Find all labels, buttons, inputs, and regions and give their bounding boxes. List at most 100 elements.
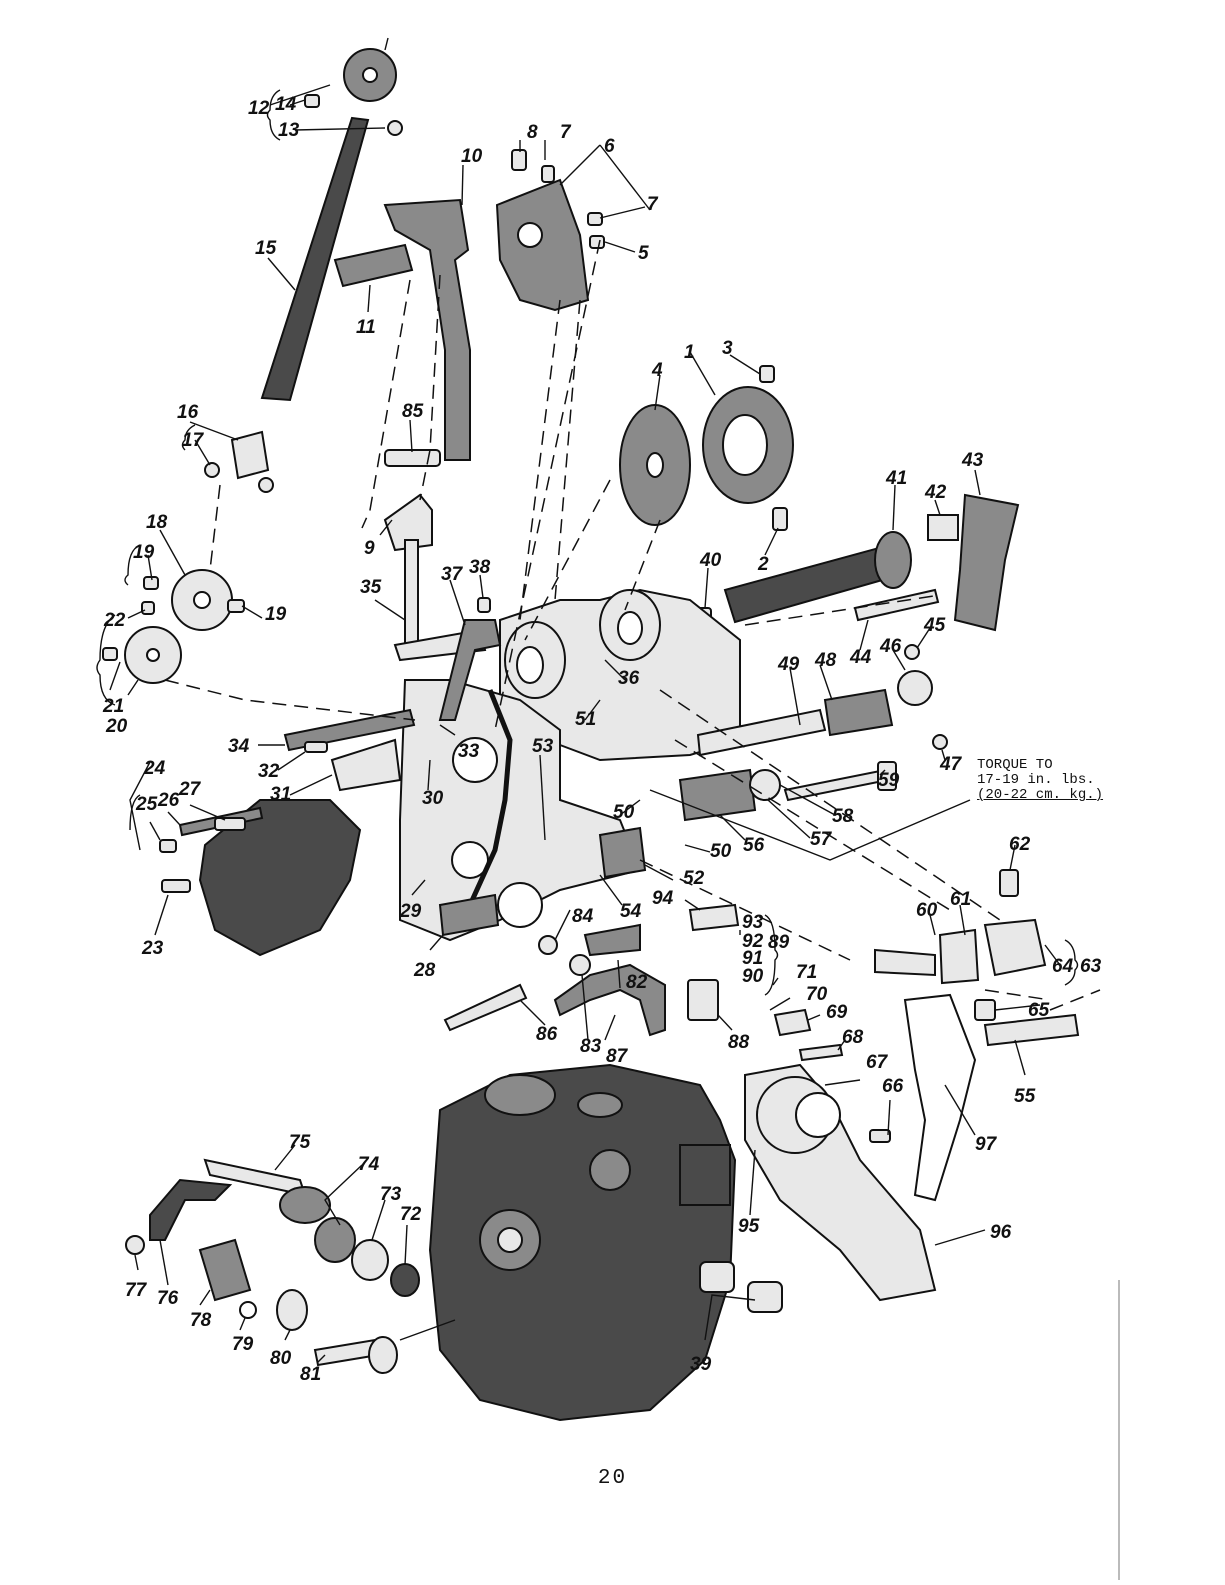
callout-25: 25 xyxy=(135,794,158,815)
callout-93: 93 xyxy=(742,912,764,933)
torque-line-3: (20-22 cm. kg.) xyxy=(977,787,1104,803)
callout-46: 46 xyxy=(879,636,902,657)
callout-73: 73 xyxy=(380,1184,402,1205)
callout-88: 88 xyxy=(728,1032,750,1053)
callout-61: 61 xyxy=(950,889,971,910)
callout-79: 79 xyxy=(232,1334,254,1355)
plate-82 xyxy=(583,923,641,957)
callout-75: 75 xyxy=(289,1132,311,1153)
nut-72 xyxy=(390,1263,420,1297)
screw-39b xyxy=(747,1281,783,1313)
callout-86: 86 xyxy=(536,1024,558,1045)
clamp-63 xyxy=(983,918,1047,977)
disc-74b xyxy=(314,1217,356,1263)
callout-39: 39 xyxy=(690,1354,712,1375)
screw-23 xyxy=(161,879,191,893)
callout-84: 84 xyxy=(572,906,594,927)
callout-22: 22 xyxy=(103,610,126,631)
callout-85: 85 xyxy=(402,401,424,422)
callout-48: 48 xyxy=(814,650,837,671)
callout-50a: 50 xyxy=(613,802,635,823)
callout-10: 10 xyxy=(461,146,483,167)
callout-68: 68 xyxy=(842,1027,864,1048)
callout-27: 27 xyxy=(178,779,202,800)
lever-37 xyxy=(438,619,502,721)
gear-46 xyxy=(897,670,933,706)
pin-86 xyxy=(443,983,528,1032)
spring-80 xyxy=(276,1289,308,1331)
lever-43 xyxy=(953,493,1020,632)
callout-15: 15 xyxy=(255,238,277,259)
callout-66: 66 xyxy=(882,1076,904,1097)
callout-89: 89 xyxy=(768,932,790,953)
callout-77: 77 xyxy=(125,1280,148,1301)
callout-23: 23 xyxy=(141,938,164,959)
callout-18: 18 xyxy=(146,512,168,533)
screw-38 xyxy=(477,597,491,613)
screw-45 xyxy=(904,644,920,660)
callout-6: 6 xyxy=(604,136,615,157)
callout-32: 32 xyxy=(258,761,280,782)
pin-60 xyxy=(874,948,936,977)
callout-19b: 19 xyxy=(265,604,287,625)
callout-97: 97 xyxy=(975,1134,998,1155)
spring-76 xyxy=(149,1178,233,1241)
sleeve-56 xyxy=(678,768,757,822)
callout-51: 51 xyxy=(575,709,596,730)
callout-54: 54 xyxy=(620,901,642,922)
part-69 xyxy=(773,1008,812,1037)
callout-64: 64 xyxy=(1052,956,1074,977)
rod-55 xyxy=(983,1013,1080,1047)
callout-83: 83 xyxy=(580,1036,602,1057)
callout-52: 52 xyxy=(683,868,705,889)
callout-38: 38 xyxy=(469,557,491,578)
callout-47: 47 xyxy=(939,754,963,775)
callout-2: 2 xyxy=(757,554,769,575)
callout-36: 36 xyxy=(618,668,640,689)
lever-97 xyxy=(903,993,977,1202)
alignment-lines xyxy=(164,239,1101,1011)
set-screw-21 xyxy=(102,647,118,661)
screw-68 xyxy=(798,1043,844,1062)
callout-28: 28 xyxy=(413,960,436,981)
callout-16: 16 xyxy=(177,402,199,423)
callout-87: 87 xyxy=(606,1046,629,1067)
set-screw-22 xyxy=(141,601,155,615)
pin-35 xyxy=(404,539,419,646)
callout-30: 30 xyxy=(422,788,444,809)
block-9 xyxy=(383,493,433,552)
crank-lever-10 xyxy=(383,198,471,461)
leader-lines xyxy=(109,37,1061,1363)
assembled-mechanism xyxy=(428,1063,737,1422)
cam-6 xyxy=(495,178,590,312)
screw-7b xyxy=(587,212,603,226)
callout-37: 37 xyxy=(441,564,464,585)
callout-13: 13 xyxy=(278,120,300,141)
callout-41: 41 xyxy=(885,468,907,489)
callout-80: 80 xyxy=(270,1348,292,1369)
set-screw-13 xyxy=(387,120,403,136)
torque-line-2: 17-19 in. lbs. xyxy=(977,772,1095,788)
callout-63: 63 xyxy=(1080,956,1102,977)
screw-2 xyxy=(772,507,788,531)
screw-27 xyxy=(214,817,246,831)
callout-92: 92 xyxy=(742,931,764,952)
callout-5: 5 xyxy=(638,243,649,264)
screw-25 xyxy=(159,839,177,853)
callout-71: 71 xyxy=(796,962,817,983)
callout-95: 95 xyxy=(738,1216,760,1237)
callout-57: 57 xyxy=(810,829,833,850)
callout-59: 59 xyxy=(878,770,900,791)
block-42 xyxy=(927,514,959,541)
callout-19a: 19 xyxy=(133,542,155,563)
callout-91: 91 xyxy=(742,948,763,969)
callout-42: 42 xyxy=(924,482,947,503)
callout-78: 78 xyxy=(190,1310,212,1331)
screw-7a xyxy=(541,165,555,183)
callout-62: 62 xyxy=(1009,834,1031,855)
callout-29: 29 xyxy=(399,901,422,922)
braces xyxy=(96,89,1079,996)
screw-32 xyxy=(304,741,328,753)
sleeve-52 xyxy=(598,826,647,879)
callout-50b: 50 xyxy=(710,841,732,862)
